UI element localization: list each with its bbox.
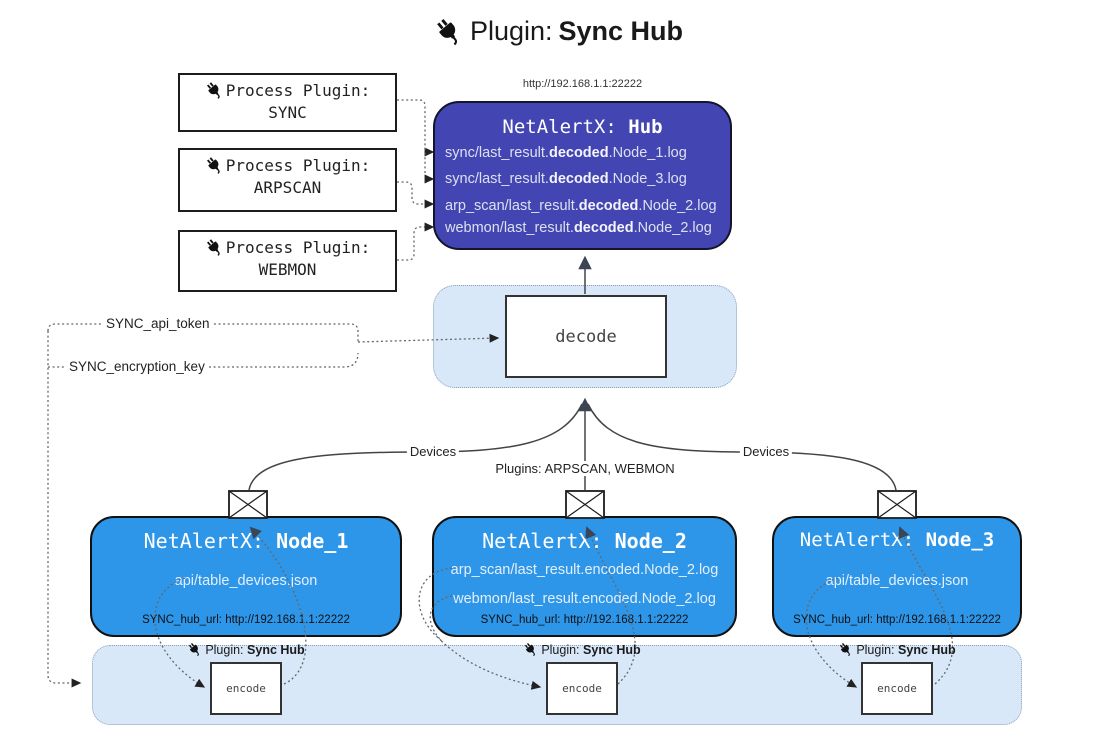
process-plugin-label: Process Plugin:: [225, 238, 371, 257]
process-plugin-label: Process Plugin:: [225, 156, 371, 175]
hub-log-line: webmon/last_result.decoded.Node_2.log: [445, 220, 712, 236]
node-file: arp_scan/last_result.encoded.Node_2.log: [450, 562, 719, 578]
envelope-icon: [877, 490, 917, 519]
webmon-to-hub-line: [397, 222, 435, 261]
label-sync-encryption-key: SYNC_encryption_key: [66, 359, 208, 374]
hub-log-line: sync/last_result.decoded.Node_1.log: [445, 145, 687, 161]
node-file: webmon/last_result.encoded.Node_2.log: [453, 591, 716, 607]
process-plugin-box-sync: Process Plugin: SYNC: [178, 73, 397, 132]
node-hub-url: SYNC_hub_url: http://192.168.1.1:22222: [480, 614, 689, 626]
label-devices-right: Devices: [739, 444, 793, 459]
hub-log-line: sync/last_result.decoded.Node_3.log: [445, 171, 687, 187]
node-box-node2: NetAlertX: Node_2 arp_scan/last_result.e…: [432, 516, 737, 637]
node-file: api/table_devices.json: [174, 573, 318, 589]
node-box-node1: NetAlertX: Node_1 api/table_devices.json…: [90, 516, 402, 637]
encode-box: encode: [546, 662, 618, 715]
node-title: NetAlertX: Node_1: [143, 529, 349, 553]
sync-to-hub-line1: [397, 99, 435, 157]
plug-icon: [204, 238, 224, 257]
node-hub-url: SYNC_hub_url: http://192.168.1.1:22222: [142, 614, 350, 626]
page-title-label: Plugin:: [469, 16, 553, 46]
plug-icon: [204, 156, 224, 175]
encoder-label: Plugin: Sync Hub: [187, 642, 305, 657]
encode-box: encode: [861, 662, 933, 715]
plug-icon: [204, 81, 224, 100]
hub-url: http://192.168.1.1:22222: [522, 78, 643, 90]
process-plugin-name: SYNC: [268, 103, 307, 122]
node-box-node3: NetAlertX: Node_3 api/table_devices.json…: [772, 516, 1022, 637]
node-file: api/table_devices.json: [825, 573, 969, 589]
encoder-label: Plugin: Sync Hub: [523, 642, 641, 657]
envelope-icon: [228, 490, 268, 519]
label-sync-api-token: SYNC_api_token: [103, 316, 213, 331]
label-devices-left: Devices: [406, 444, 460, 459]
plug-icon: [433, 16, 464, 47]
process-plugin-label: Process Plugin:: [225, 81, 371, 100]
page-title: Plugin: Sync Hub: [0, 16, 1117, 47]
process-plugin-name: WEBMON: [258, 260, 317, 279]
process-plugin-name: ARPSCAN: [253, 178, 322, 197]
page-title-name: Sync Hub: [558, 16, 684, 46]
node-hub-url: SYNC_hub_url: http://192.168.1.1:22222: [793, 614, 1001, 626]
node-title: NetAlertX: Node_2: [482, 529, 687, 553]
arpscan-to-hub-line: [397, 181, 435, 209]
decode-label: decode: [555, 326, 617, 347]
hub-log-line: arp_scan/last_result.decoded.Node_2.log: [445, 198, 717, 214]
sync-to-hub-line2: [424, 148, 435, 184]
hub-box: NetAlertX: Hub sync/last_result.decoded.…: [433, 101, 732, 250]
hub-title-name: Hub: [628, 116, 663, 138]
process-plugin-box-arpscan: Process Plugin: ARPSCAN: [178, 148, 397, 212]
hub-title-prefix: NetAlertX:: [502, 116, 617, 138]
decode-box: decode: [505, 295, 667, 378]
plug-icon: [523, 642, 539, 657]
process-plugin-box-webmon: Process Plugin: WEBMON: [178, 230, 397, 292]
key-to-encode-panel-arrow: [47, 331, 82, 688]
envelope-icon: [565, 490, 605, 519]
encoder-label: Plugin: Sync Hub: [838, 642, 956, 657]
hub-title: NetAlertX: Hub: [435, 116, 730, 138]
plug-icon: [838, 642, 854, 657]
label-plugins-mid: Plugins: ARPSCAN, WEBMON: [492, 461, 678, 476]
plug-icon: [187, 642, 203, 657]
node-title: NetAlertX: Node_3: [799, 529, 995, 551]
encode-box: encode: [210, 662, 282, 715]
